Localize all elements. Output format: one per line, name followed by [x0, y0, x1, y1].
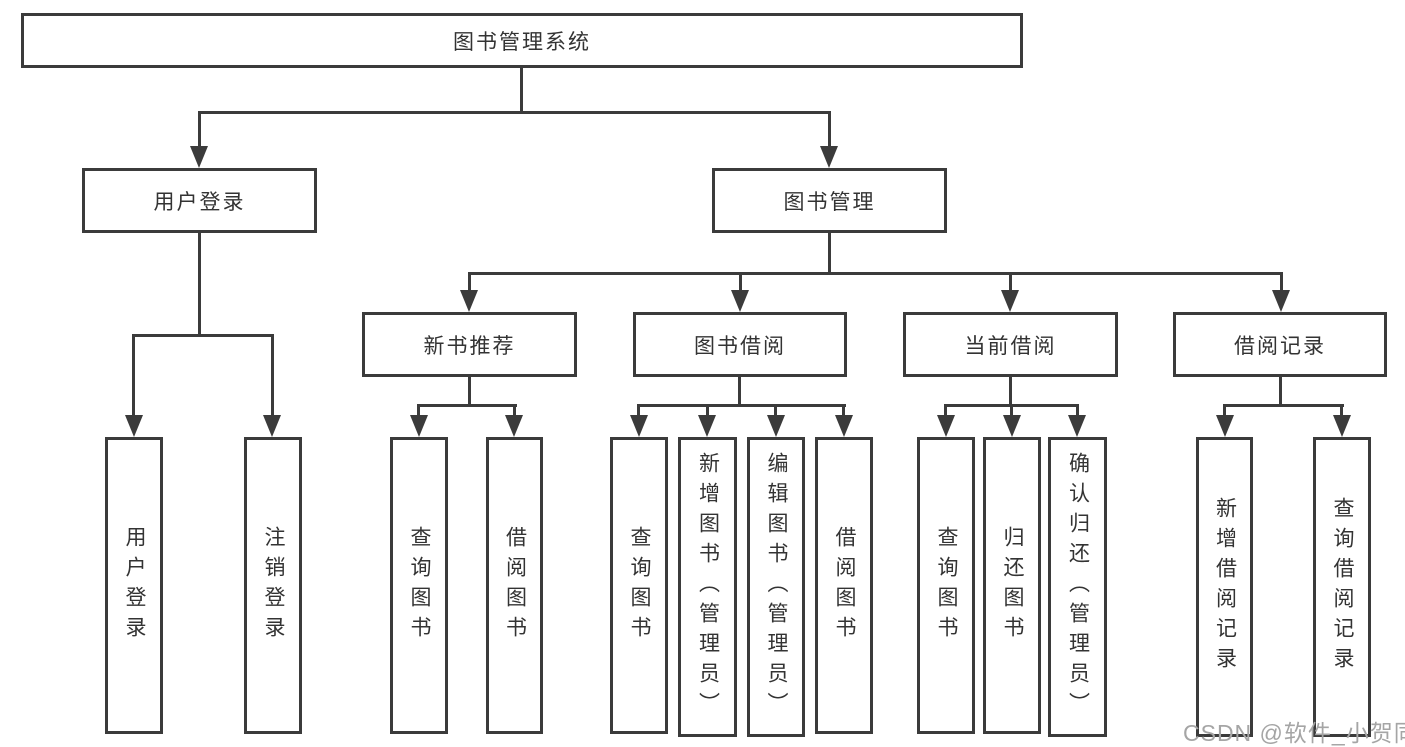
- node-user-login-label: 用户登录: [153, 190, 246, 214]
- node-new-book-rec-label: 新书推荐: [423, 334, 516, 358]
- node-leaf-confirm-return-admin: 确认归还（管理员）: [1048, 437, 1107, 737]
- node-leaf-add-borrow-record: 新增借阅记录: [1196, 437, 1253, 737]
- connector-user-login-stem: [198, 233, 201, 337]
- node-leaf-borrow-books: 借阅图书: [815, 437, 873, 734]
- connector-borrow-records-drop: [1280, 272, 1283, 294]
- connector-new-book-drop: [468, 272, 471, 294]
- connector-g3c0-drop: [637, 404, 640, 418]
- connector-g5c1-drop: [1340, 404, 1343, 418]
- connector-g3c2-drop: [774, 404, 777, 418]
- connector-level3-rail: [468, 272, 1283, 275]
- connector-logout-leaf-drop: [271, 334, 274, 418]
- connector-g3c1-drop: [706, 404, 709, 418]
- node-leaf-user-login-label: 用户登录: [123, 525, 146, 646]
- connector-user-login-drop: [198, 111, 201, 148]
- node-user-login: 用户登录: [82, 168, 317, 233]
- arrowhead-g4c1: [1003, 415, 1021, 437]
- arrowhead-g3c2: [767, 415, 785, 437]
- connector-g2c1-drop: [513, 404, 516, 418]
- node-leaf-add-borrow-record-label: 新增借阅记录: [1213, 497, 1237, 677]
- connector-root-stem: [520, 68, 523, 114]
- arrowhead-login-leaf: [125, 415, 143, 437]
- arrowhead-logout-leaf: [263, 415, 281, 437]
- node-leaf-return-books-label: 归还图书: [1001, 525, 1024, 646]
- node-leaf-add-books-admin: 新增图书（管理员）: [678, 437, 737, 737]
- node-borrow-records-label: 借阅记录: [1234, 334, 1326, 358]
- node-book-mgmt-label: 图书管理: [783, 190, 876, 214]
- arrowhead-g3c1: [698, 415, 716, 437]
- arrowhead-book-borrow: [731, 290, 749, 312]
- node-root-label: 图书管理系统: [453, 30, 591, 54]
- connector-g2c0-drop: [417, 404, 420, 418]
- node-leaf-query-borrow-record-label: 查询借阅记录: [1331, 497, 1354, 677]
- arrowhead-g4c0: [937, 415, 955, 437]
- arrowhead-g2c0: [410, 415, 428, 437]
- connector-g5-stem: [1279, 377, 1282, 407]
- node-borrow-records: 借阅记录: [1173, 312, 1387, 377]
- node-new-book-rec: 新书推荐: [362, 312, 577, 377]
- node-leaf-confirm-return-admin-label: 确认归还（管理员）: [1066, 452, 1090, 722]
- arrowhead-g2c1: [505, 415, 523, 437]
- node-leaf-logout-label: 注销登录: [262, 525, 285, 646]
- arrowhead-borrow-records: [1272, 290, 1290, 312]
- csdn-watermark: CSDN @软件_小贺同学: [1183, 720, 1405, 746]
- node-leaf-borrow-books-label: 借阅图书: [833, 525, 856, 646]
- node-root: 图书管理系统: [21, 13, 1023, 68]
- arrowhead-g5c1: [1333, 415, 1351, 437]
- arrowhead-g3c0: [630, 415, 648, 437]
- node-leaf-query-books-borrow: 查询图书: [610, 437, 668, 734]
- arrowhead-g5c0: [1216, 415, 1234, 437]
- node-book-mgmt: 图书管理: [712, 168, 947, 233]
- node-book-borrow-label: 图书借阅: [694, 334, 786, 358]
- arrowhead-g3c3: [835, 415, 853, 437]
- connector-g4c2-drop: [1076, 404, 1079, 418]
- arrowhead-g4c2: [1068, 415, 1086, 437]
- node-book-borrow: 图书借阅: [633, 312, 847, 377]
- node-leaf-query-books-rec-label: 查询图书: [408, 525, 431, 646]
- node-leaf-query-books-current-label: 查询图书: [935, 525, 958, 646]
- connector-level2-rail: [198, 111, 831, 114]
- connector-current-borrow-drop: [1009, 272, 1012, 294]
- node-leaf-edit-books-admin-label: 编辑图书（管理员）: [765, 452, 788, 722]
- node-leaf-logout: 注销登录: [244, 437, 302, 734]
- node-leaf-edit-books-admin: 编辑图书（管理员）: [747, 437, 805, 737]
- arrowhead-current-borrow: [1001, 290, 1019, 312]
- connector-g4c0-drop: [944, 404, 947, 418]
- connector-g4-stem: [1009, 377, 1012, 407]
- node-leaf-query-borrow-record: 查询借阅记录: [1313, 437, 1371, 737]
- arrowhead-new-book: [460, 290, 478, 312]
- node-current-borrow: 当前借阅: [903, 312, 1118, 377]
- connector-g2-stem: [468, 377, 471, 407]
- arrowhead-book-mgmt: [820, 146, 838, 168]
- connector-book-mgmt-stem: [828, 233, 831, 275]
- connector-g5c0-drop: [1223, 404, 1226, 418]
- node-leaf-query-books-current: 查询图书: [917, 437, 975, 734]
- connector-g5-rail: [1223, 404, 1344, 407]
- connector-book-mgmt-drop: [828, 111, 831, 148]
- connector-g3c3-drop: [842, 404, 845, 418]
- connector-login-leaf-drop: [132, 334, 135, 418]
- node-current-borrow-label: 当前借阅: [964, 334, 1057, 358]
- node-leaf-borrow-books-rec-label: 借阅图书: [503, 525, 527, 646]
- connector-g3-stem: [738, 377, 741, 407]
- arrowhead-user-login: [190, 146, 208, 168]
- node-leaf-query-books-borrow-label: 查询图书: [628, 525, 651, 646]
- node-leaf-add-books-admin-label: 新增图书（管理员）: [696, 452, 720, 722]
- node-leaf-return-books: 归还图书: [983, 437, 1041, 734]
- node-leaf-query-books-rec: 查询图书: [390, 437, 448, 734]
- connector-user-login-rail: [132, 334, 274, 337]
- connector-g3-rail: [638, 404, 846, 407]
- node-leaf-user-login: 用户登录: [105, 437, 163, 734]
- connector-book-borrow-drop: [739, 272, 742, 294]
- node-leaf-borrow-books-rec: 借阅图书: [486, 437, 543, 734]
- connector-g4c1-drop: [1010, 404, 1013, 418]
- connector-g2-rail: [417, 404, 517, 407]
